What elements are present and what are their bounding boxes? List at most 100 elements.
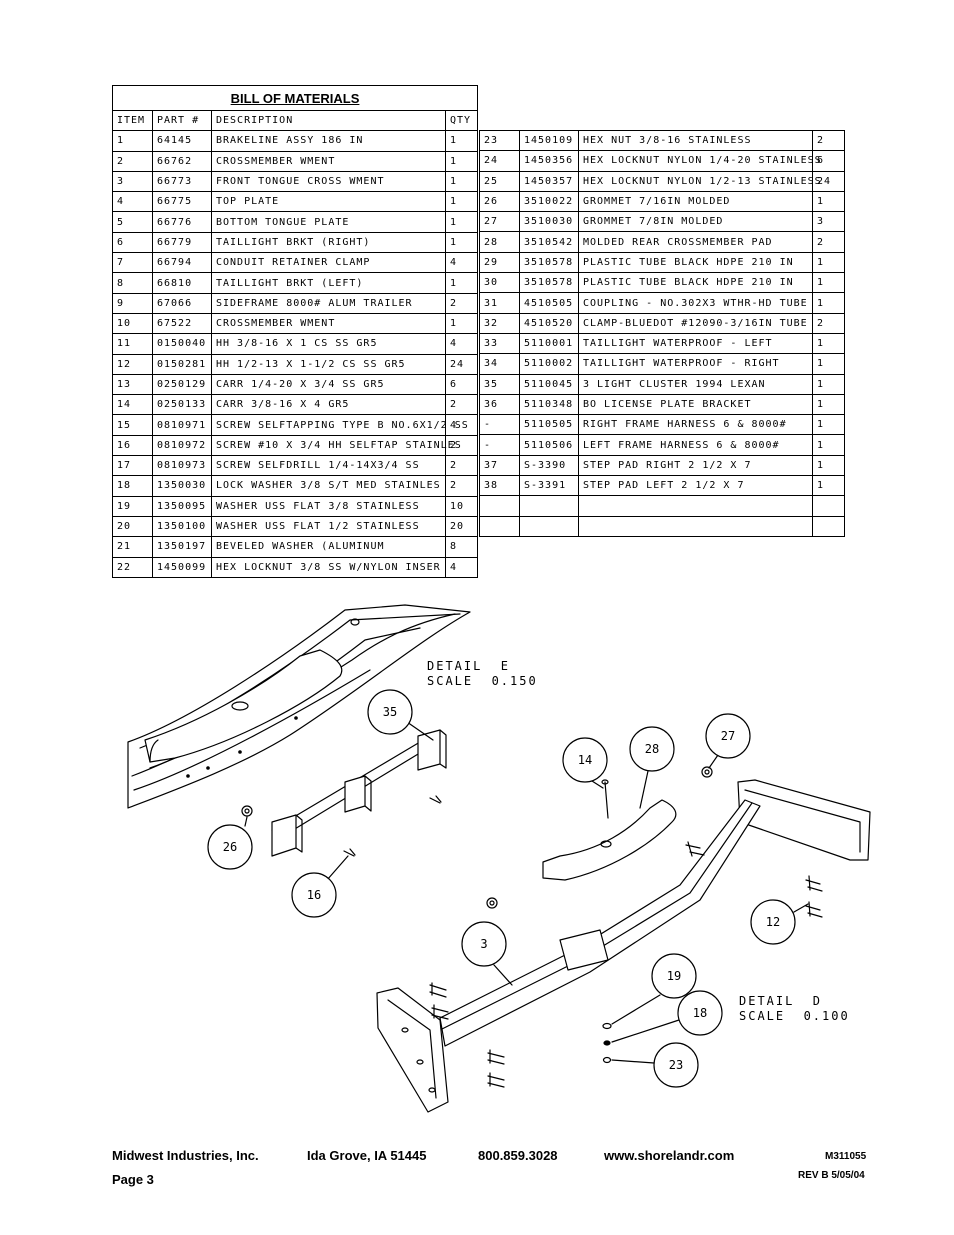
detail-e-label: DETAIL E SCALE 0.150 — [427, 659, 538, 688]
cell-qty: 3 — [812, 211, 845, 233]
cell-part-number: 1450099 — [152, 556, 212, 578]
column-header-item: ITEM — [112, 109, 153, 132]
cell-description: PLASTIC TUBE BLACK HDPE 210 IN — [578, 251, 813, 274]
cell-part-number: 66773 — [152, 170, 212, 193]
cell-part-number: 4510520 — [519, 312, 579, 334]
cell-description: SCREW SELFTAPPING TYPE B NO.6X1/2 SS — [211, 414, 468, 436]
footer-company: Midwest Industries, Inc. — [112, 1148, 259, 1163]
cell-qty: 1 — [812, 414, 845, 436]
cell-item: 5 — [112, 211, 153, 233]
cell-item: 3 — [112, 170, 153, 193]
balloon-18: 18 — [611, 990, 723, 1043]
detail-d-label: DETAIL D SCALE 0.100 — [739, 994, 850, 1023]
cell-qty: 1 — [812, 454, 845, 477]
cell-part-number: 66775 — [152, 191, 212, 213]
cell-qty: 2 — [444, 455, 479, 477]
cell-description: MOLDED REAR CROSSMEMBER PAD — [578, 231, 813, 253]
cell-qty: 1 — [812, 393, 845, 416]
hardware-small — [241, 766, 713, 909]
balloon-16: 16 — [291, 855, 349, 918]
cell-description — [578, 495, 813, 517]
cell-qty: 10 — [444, 495, 479, 517]
cell-description: CARR 3/8-16 X 4 GR5 — [211, 394, 446, 416]
cell-qty: 4 — [444, 333, 479, 355]
cell-qty: 24 — [812, 170, 845, 192]
cell-part-number: 0250133 — [152, 394, 212, 416]
rear-pad-part — [542, 799, 677, 881]
balloon-12-label: 12 — [766, 915, 780, 929]
cell-description: CARR 1/4-20 X 3/4 SS GR5 — [211, 373, 446, 396]
cell-item: 4 — [112, 191, 153, 213]
balloon-23: 23 — [611, 1042, 699, 1088]
cell-part-number: 1350100 — [152, 515, 212, 538]
cell-part-number: 66762 — [152, 150, 212, 172]
cell-item: 32 — [479, 312, 520, 334]
cell-part-number: 3510542 — [519, 231, 579, 253]
cell-qty: 1 — [444, 150, 479, 172]
cell-description: LEFT FRAME HARNESS 6 & 8000# — [578, 434, 813, 456]
cell-part-number: 66794 — [152, 252, 212, 274]
cell-description: TOP PLATE — [211, 191, 446, 213]
cell-description: HH 1/2-13 X 1-1/2 CS SS GR5 — [211, 353, 446, 375]
cell-qty — [812, 495, 845, 517]
cell-description: WASHER USS FLAT 1/2 STAINLESS — [211, 515, 446, 538]
cell-item: 17 — [112, 455, 153, 477]
balloon-28: 28 — [629, 726, 675, 809]
cell-item: 6 — [112, 231, 153, 254]
cell-part-number: 64145 — [152, 130, 212, 152]
footer-website: www.shorelandr.com — [604, 1148, 735, 1163]
cell-description: STEP PAD RIGHT 2 1/2 X 7 — [578, 454, 813, 477]
cell-item: 34 — [479, 353, 520, 375]
footer-doc-number: M311055 — [825, 1151, 867, 1162]
cell-qty: 1 — [444, 191, 479, 213]
cell-part-number: 3510022 — [519, 190, 579, 213]
cell-qty: 24 — [444, 353, 479, 375]
bom-table-left: BILL OF MATERIALS ITEM PART # DESCRIPTIO… — [111, 85, 479, 578]
cell-qty: 1 — [444, 272, 479, 294]
cell-qty: 2 — [812, 231, 845, 253]
cell-part-number: 66776 — [152, 211, 212, 233]
cell-part-number: 3510578 — [519, 272, 579, 294]
balloon-3-label: 3 — [480, 937, 487, 951]
cell-item: 19 — [112, 495, 153, 517]
cell-qty: 1 — [444, 231, 479, 254]
cell-qty: 1 — [812, 251, 845, 274]
cell-description: BEVELED WASHER (ALUMINUM — [211, 536, 446, 558]
cell-description: BRAKELINE ASSY 186 IN — [211, 130, 446, 152]
balloon-35-label: 35 — [383, 705, 397, 719]
cell-qty: 1 — [812, 434, 845, 456]
cell-qty: 1 — [812, 272, 845, 294]
cell-qty: 4 — [444, 556, 479, 578]
bom-title: BILL OF MATERIALS — [111, 85, 479, 111]
cell-qty: 4 — [444, 252, 479, 274]
cell-description: LOCK WASHER 3/8 S/T MED STAINLES — [211, 475, 446, 497]
balloon-27-label: 27 — [721, 729, 735, 743]
cell-part-number: S-3391 — [519, 475, 579, 497]
cell-description: CROSSMEMBER WMENT — [211, 312, 446, 335]
cell-description: HEX LOCKNUT NYLON 1/2-13 STAINLESS — [578, 170, 821, 192]
detail-e-crossmember — [127, 604, 471, 809]
cell-qty: 1 — [444, 312, 479, 335]
cell-part-number: 4510505 — [519, 292, 579, 314]
cell-item — [479, 495, 520, 517]
cell-item: 20 — [112, 515, 153, 538]
footer-page: Page 3 — [112, 1172, 154, 1187]
cell-qty: 8 — [444, 536, 479, 558]
cell-part-number: 0150040 — [152, 333, 212, 355]
cell-qty: 2 — [444, 475, 479, 497]
column-header-part: PART # — [152, 109, 212, 132]
